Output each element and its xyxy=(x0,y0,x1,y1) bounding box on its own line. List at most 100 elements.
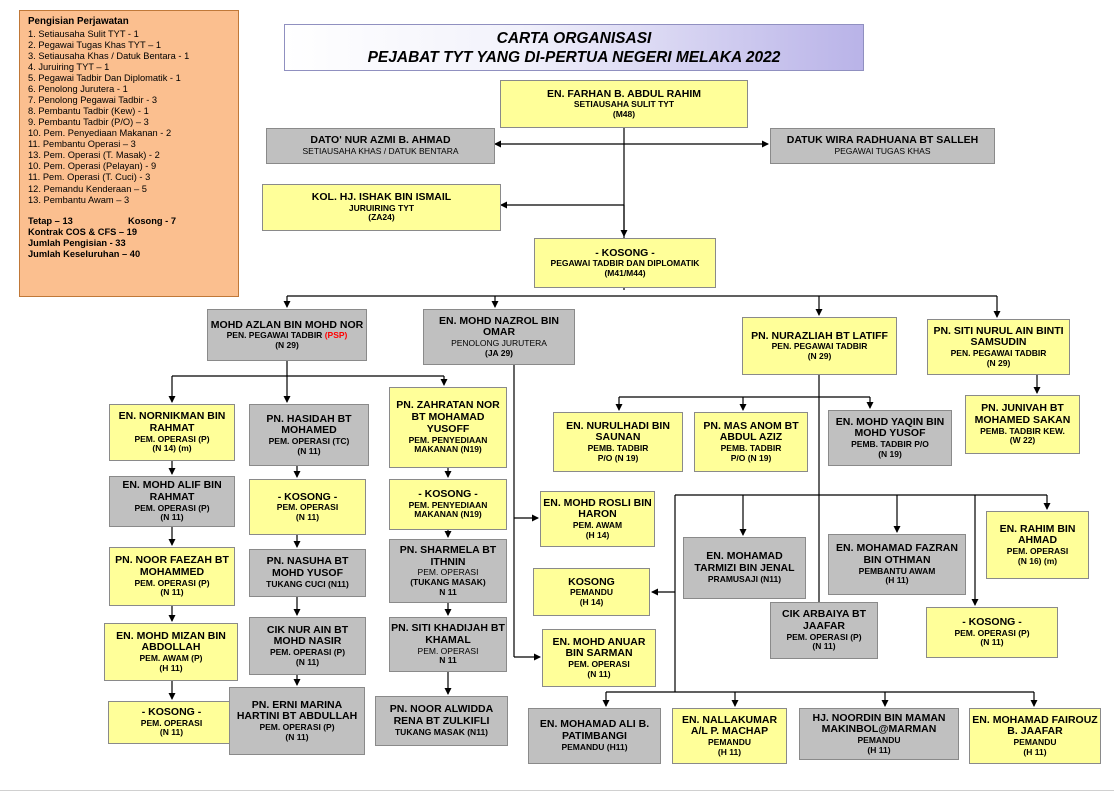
box-role: PEM. OPERASI (P) xyxy=(954,627,1030,638)
box-role: PEM. OPERASI (P) xyxy=(269,647,346,658)
box-grade: (H 14) xyxy=(585,529,610,540)
box-name: EN. MOHAMAD FAIROUZ B. JAAFAR xyxy=(972,713,1098,738)
legend-item: 5. Pegawai Tadbir Dan Diplomatik - 1 xyxy=(28,72,181,83)
box-grade: (N 19) xyxy=(878,448,902,459)
box-grade: (M48) xyxy=(612,108,636,119)
box-anuar: EN. MOHD ANUAR BIN SARMAN PEM. OPERASI (… xyxy=(542,629,656,687)
legend-item: 1. Setiausaha Sulit TYT - 1 xyxy=(28,28,139,39)
box-nurulhadi: EN. NURULHADI BIN SAUNAN PEMB. TADBIR P/… xyxy=(553,412,683,472)
box-nallakumar: EN. NALLAKUMAR A/L P. MACHAP PEMANDU (H … xyxy=(672,708,787,764)
box-name: KOL. HJ. ISHAK BIN ISMAIL xyxy=(311,191,452,204)
box-name: EN. MOHAMAD TARMIZI BIN JENAL xyxy=(694,550,795,575)
box-kosong-op2: - KOSONG - PEM. OPERASI (N 11) xyxy=(108,701,235,744)
box-radhuana: DATUK WIRA RADHUANA BT SALLEH PEGAWAI TU… xyxy=(770,128,995,164)
box-role: PEN. PEGAWAI TADBIR xyxy=(950,348,1047,359)
box-nurazliah: PN. NURAZLIAH BT LATIFF PEN. PEGAWAI TAD… xyxy=(742,317,897,375)
box-hasidah: PN. HASIDAH BT MOHAMED PEM. OPERASI (TC)… xyxy=(249,404,369,466)
legend-item: 3. Setiausaha Khas / Datuk Bentara - 1 xyxy=(28,50,190,61)
chart-title: CARTA ORGANISASI xyxy=(496,30,652,47)
staffing-legend: Pengisian Perjawatan 1. Setiausaha Sulit… xyxy=(19,10,239,297)
box-role: PEM. OPERASI xyxy=(568,659,630,670)
box-grade: (N 14) (m) xyxy=(152,443,192,454)
box-grade: (N 11) xyxy=(295,656,320,667)
box-farhan: EN. FARHAN B. ABDUL RAHIM SETIAUSAHA SUL… xyxy=(500,80,748,128)
legend-item: 4. Juruiring TYT – 1 xyxy=(28,61,110,72)
box-nurulain: PN. SITI NURUL AIN BINTI SAMSUDIN PEN. P… xyxy=(927,319,1070,375)
box-grade: (N 29) xyxy=(807,350,832,361)
legend-item: 13. Pem. Operasi (T. Masak) - 2 xyxy=(28,150,160,161)
box-grade: (H 11) xyxy=(159,662,183,673)
box-ishak: KOL. HJ. ISHAK BIN ISMAIL JURUIRING TYT … xyxy=(262,184,501,231)
box-role: SETIAUSAHA KHAS / DATUK BENTARA xyxy=(302,146,459,157)
page-bottom-divider xyxy=(0,790,1114,791)
legend-item: 8. Pembantu Tadbir (Kew) - 1 xyxy=(28,106,149,117)
box-role: PEMANDU xyxy=(570,587,613,598)
box-grade: (ZA24) xyxy=(368,212,395,223)
box-role: PEMANDU (H11) xyxy=(561,741,628,752)
box-name: PN. ZAHRATAN NOR BT MOHAMAD YUSOFF xyxy=(396,399,500,435)
box-role: TUKANG CUCI (N11) xyxy=(266,578,349,589)
box-role: PEM. OPERASI xyxy=(417,645,479,656)
box-role: PEM. OPERASI (P) xyxy=(259,722,335,733)
box-role: PEM. OPERASI (P) xyxy=(134,577,210,588)
box-name: PN. NASUHA BT MOHD YUSOF xyxy=(266,555,349,580)
box-name: EN. NORNIKMAN BIN RAHMAT xyxy=(118,410,226,434)
legend-item: 11. Pembantu Operasi – 3 xyxy=(28,139,136,150)
box-grade: (M41/M44) xyxy=(604,267,646,278)
box-role: PEGAWAI TUGAS KHAS xyxy=(834,146,931,157)
box-name: - KOSONG - xyxy=(418,488,478,501)
legend-item: 9. Pembantu Tadbir (P/O) – 3 xyxy=(28,117,149,128)
box-tarmizi: EN. MOHAMAD TARMIZI BIN JENAL PRAMUSAJI … xyxy=(683,537,806,599)
box-azlan: MOHD AZLAN BIN MOHD NOR PEN. PEGAWAI TAD… xyxy=(207,309,367,361)
box-zahratan: PN. ZAHRATAN NOR BT MOHAMAD YUSOFF PEM. … xyxy=(389,387,507,468)
box-rahim: EN. RAHIM BIN AHMAD PEM. OPERASI (N 16) … xyxy=(986,511,1089,579)
box-faezah: PN. NOOR FAEZAH BT MOHAMMED PEM. OPERASI… xyxy=(109,547,235,606)
box-arbaiya: CIK ARBAIYA BT JAAFAR PEM. OPERASI (P) (… xyxy=(770,602,878,659)
box-erni: PN. ERNI MARINA HARTINI BT ABDULLAH PEM.… xyxy=(229,687,365,755)
box-nurain: CIK NUR AIN BT MOHD NASIR PEM. OPERASI (… xyxy=(249,617,366,675)
box-grade: (N 11) xyxy=(159,727,184,738)
box-role: PRAMUSAJI (N11) xyxy=(707,573,782,584)
box-grade: (JA 29) xyxy=(484,347,514,358)
legend-tetap-kosong: Tetap – 13 Kosong - 7 xyxy=(28,216,230,227)
box-name: HJ. NOORDIN BIN MAMAN MAKINBOL@MARMAN xyxy=(812,711,946,736)
box-grade: (N 11) xyxy=(812,641,836,652)
legend-item: 12. Pemandu Kenderaan – 5 xyxy=(28,183,147,194)
box-name: EN. MOHD ANUAR BIN SARMAN xyxy=(552,635,646,660)
legend-jumlah-pengisian: Jumlah Pengisian - 33 xyxy=(28,237,126,248)
box-name: EN. RAHIM BIN AHMAD xyxy=(999,522,1076,547)
box-name: - KOSONG - xyxy=(141,706,202,719)
box-sharmela: PN. SHARMELA BT ITHNIN PEM. OPERASI (TUK… xyxy=(389,539,507,603)
box-name: - KOSONG - xyxy=(962,616,1022,629)
box-grade: (N 29) xyxy=(986,357,1011,368)
box-role: PEM. OPERASI (P) xyxy=(134,433,210,444)
box-role: PEMB. TADBIR xyxy=(587,443,649,454)
box-role: SETIAUSAHA SULIT TYT xyxy=(573,99,675,110)
box-grade: P/O (N 19) xyxy=(597,452,639,463)
box-yaqin: EN. MOHD YAQIN BIN MOHD YUSOF PEMB. TADB… xyxy=(828,410,952,466)
box-role: PEM. OPERASI xyxy=(1006,546,1069,557)
legend-item: 2. Pegawai Tugas Khas TYT – 1 xyxy=(28,39,161,50)
box-junivah: PN. JUNIVAH BT MOHAMED SAKAN PEMB. TADBI… xyxy=(965,395,1080,454)
chart-subtitle: PEJABAT TYT YANG DI-PERTUA NEGERI MELAKA… xyxy=(367,48,781,66)
box-grade: (W 22) xyxy=(1009,435,1036,446)
box-role: PEM. OPERASI xyxy=(276,502,339,513)
box-name: PN. JUNIVAH BT MOHAMED SAKAN xyxy=(974,402,1071,426)
box-fazran: EN. MOHAMAD FAZRAN BIN OTHMAN PEMBANTU A… xyxy=(828,534,966,595)
box-role: PEMB. TADBIR KEW. xyxy=(980,425,1065,436)
box-name: KOSONG xyxy=(568,575,615,588)
box-name: EN. MOHAMAD ALI B. PATIMBANGI xyxy=(539,718,650,743)
legend-item: 7. Penolong Pegawai Tadbir - 3 xyxy=(28,95,158,106)
box-role: PEM. AWAM (P) xyxy=(139,653,203,664)
box-role: PEM. OPERASI (P) xyxy=(134,502,210,513)
box-nurazmi: DATO' NUR AZMI B. AHMAD SETIAUSAHA KHAS … xyxy=(266,128,495,164)
box-name: CIK ARBAIYA BT JAAFAR xyxy=(781,608,866,632)
box-grade: (H 14) xyxy=(579,596,604,607)
box-grade: (N 11) xyxy=(587,668,611,679)
box-name: EN. NALLAKUMAR A/L P. MACHAP xyxy=(681,713,778,738)
box-role: TUKANG MASAK (N11) xyxy=(394,726,489,737)
box-masanom: PN. MAS ANOM BT ABDUL AZIZ PEMB. TADBIR … xyxy=(694,412,808,472)
box-grade: N 11 xyxy=(439,655,457,666)
box-ali: EN. MOHAMAD ALI B. PATIMBANGI PEMANDU (H… xyxy=(528,708,661,764)
